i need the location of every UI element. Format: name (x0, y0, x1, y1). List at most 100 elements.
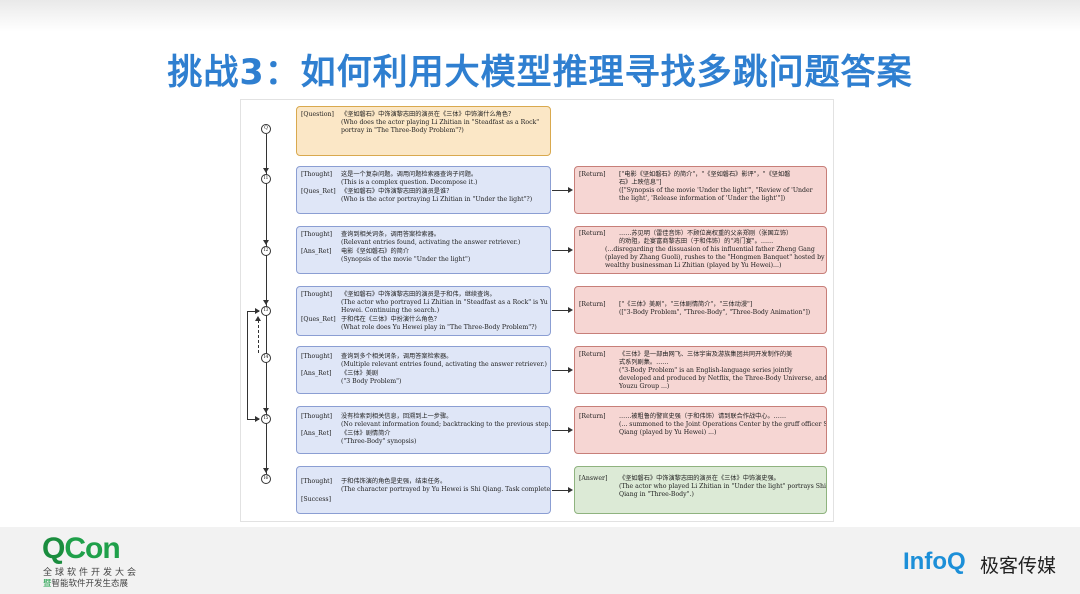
qcon-sub2-rest: 智能软件开发生态展 (51, 579, 129, 589)
arrow-up (255, 316, 261, 321)
return-box-4: [Return] 《三体》是一部由网飞、三体宇宙及游族集团共同开发制作的美 式系… (574, 346, 827, 394)
return-line: (["Synopsis of the movie 'Under the ligh… (619, 187, 813, 194)
thought-tag: [Thought] (301, 291, 333, 298)
return-tag: [Return] (579, 171, 606, 178)
step-line: 这是一个复杂问题。调用问题检索器查询子问题。 (341, 171, 478, 178)
arrow-right (255, 308, 260, 314)
return-line: (...disregarding the dissuasion of his i… (605, 246, 815, 253)
thought-box-3: [Thought] [Ques_Ret] 《坚如磐石》中饰演黎志田的演员是于和伟… (296, 286, 551, 336)
step-line: (Synopsis of the movie "Under the light"… (341, 256, 471, 263)
return-box-2: [Return] ……苏见明（雷佳音饰）不顾位高权重的父亲郑刚（张国立饰） 的劝… (574, 226, 827, 274)
thought-tag: [Thought] (301, 353, 333, 360)
return-line: ["电影《坚如磐石》的简介"，"《坚如磐石》影评"，"《坚如磐 (619, 171, 791, 178)
return-box-3: [Return] ["《三体》美剧"，"三体剧情简介"，"三体动漫"] (["3… (574, 286, 827, 334)
thought-tag: [Thought] (301, 478, 333, 485)
connector (552, 310, 569, 311)
step-line: (Who is the actor portraying Li Zhitian … (341, 196, 533, 203)
step-line: 《坚如磐石》中饰演黎志田的演员是于和伟，继续查询。 (341, 291, 496, 298)
infoq-brand-text: 极客传媒 (980, 555, 1057, 577)
question-line: portray in "The Three-Body Problem"?) (341, 127, 464, 134)
arrow-right (568, 307, 573, 313)
step-line: ("Three-Body" synopsis) (341, 438, 417, 445)
loop-line (247, 311, 259, 312)
qcon-logo: QCon (42, 532, 121, 566)
step-line: (What role does Yu Hewei play in "The Th… (341, 324, 537, 331)
connector (552, 490, 569, 491)
connector (552, 250, 569, 251)
thought-tag: [Thought] (301, 413, 333, 420)
loop-line (247, 419, 259, 420)
connector (552, 430, 569, 431)
arrow-down (263, 408, 269, 413)
return-line: developed and produced by Netflix, the T… (619, 375, 827, 382)
return-line: Qiang (played by Yu Hewei) ...) (619, 429, 717, 436)
question-box: [Question] 《坚如磐石》中饰演黎志田的演员在《三体》中饰演什么角色？ … (296, 106, 551, 156)
arrow-right (568, 247, 573, 253)
arrow-down (263, 300, 269, 305)
return-box-1: [Return] ["电影《坚如磐石》的简介"，"《坚如磐石》影评"，"《坚如磐… (574, 166, 827, 214)
return-tag: [Return] (579, 413, 606, 420)
arrow-right (568, 367, 573, 373)
arrow-down (263, 468, 269, 473)
retrieval-tag: [Ques_Ret] (301, 188, 336, 195)
thought-box-6: [Thought] [Success] 于和伟饰演的角色是史强，结束任务。 (T… (296, 466, 551, 514)
answer-line: 《坚如磐石》中饰演黎志田的演员在《三体》中饰演史强。 (619, 475, 780, 482)
return-tag: [Return] (579, 301, 606, 308)
step-line: 于和伟饰演的角色是史强，结束任务。 (341, 478, 447, 485)
node-i2: I2 (261, 246, 271, 256)
return-line: 石》上映信息"] (619, 179, 662, 186)
arrow-right (568, 187, 573, 193)
connector (552, 370, 569, 371)
qcon-subtitle: 全球软件开发大会 (43, 568, 140, 578)
thought-tag: [Thought] (301, 231, 333, 238)
answer-line: (The actor who played Li Zhitian in "Und… (619, 483, 827, 490)
return-line: ("3-Body Problem" is an English-language… (619, 367, 793, 374)
return-tag: [Return] (579, 230, 606, 237)
arrow-right (255, 416, 260, 422)
success-tag: [Success] (301, 496, 331, 503)
arrow-down (263, 168, 269, 173)
answer-line: Qiang in "Three-Body".) (619, 491, 694, 498)
return-line: Youzu Group ...) (619, 383, 670, 390)
thought-box-5: [Thought] [Ans_Ret] 没有检索到相关信息，回溯到上一步骤。 (… (296, 406, 551, 454)
thought-tag: [Thought] (301, 171, 333, 178)
step-line: 于和伟在《三体》中扮演什么角色？ (341, 316, 440, 323)
return-line: 式系列剧集。…… (619, 359, 669, 366)
question-tag: [Question] (301, 111, 334, 118)
connector (552, 190, 569, 191)
step-line: 《三体》美剧 (341, 370, 379, 377)
arrow-right (568, 427, 573, 433)
top-band (0, 0, 1080, 32)
slide-title: 挑战3：如何利用大模型推理寻找多跳问题答案 (167, 53, 913, 93)
retrieval-tag: [Ans_Ret] (301, 430, 332, 437)
step-line: (The character portrayed by Yu Hewei is … (341, 486, 551, 493)
qcon-logo-rest: Con (64, 532, 120, 565)
loop-line (247, 311, 248, 419)
thought-box-1: [Thought] [Ques_Ret] 这是一个复杂问题。调用问题检索器查询子… (296, 166, 551, 214)
step-line: ("3 Body Problem") (341, 378, 402, 385)
retrieval-tag: [Ans_Ret] (301, 370, 332, 377)
step-line: 《三体》剧情简介 (341, 430, 391, 437)
qcon-subtitle-2: 暨智能软件开发生态展 (43, 577, 128, 589)
answer-box: [Answer] 《坚如磐石》中饰演黎志田的演员在《三体》中饰演史强。 (The… (574, 466, 827, 514)
step-line: (The actor who portrayed Li Zhitian in "… (341, 299, 548, 306)
node-i5: I5 (261, 414, 271, 424)
node-i1: I1 (261, 174, 271, 184)
step-line: (This is a complex question. Decompose i… (341, 179, 478, 186)
retrieval-tag: [Ans_Ret] (301, 248, 332, 255)
return-line: (played by Zhang Guoli), rushes to the "… (605, 254, 825, 261)
node-i6: I6 (261, 474, 271, 484)
infoq-logo: InfoQ (903, 548, 966, 575)
step-line: 电影《坚如磐石》的简介 (341, 248, 410, 255)
return-tag: [Return] (579, 351, 606, 358)
return-box-5: [Return] ……被粗鲁的警官史强（于和伟饰）请到联合作战中心。…… (..… (574, 406, 827, 454)
backtrack-dotted-line (258, 320, 259, 353)
step-line: 《坚如磐石》中饰演黎志田的演员是谁？ (341, 188, 453, 195)
thought-box-4: [Thought] [Ans_Ret] 查询到多个相关词条，调用答案检索器。 (… (296, 346, 551, 394)
step-line: (Multiple relevant entries found, activa… (341, 361, 547, 368)
qcon-logo-q: Q (42, 532, 65, 565)
thought-box-2: [Thought] [Ans_Ret] 查询到相关词条，调用答案检索器。 (Re… (296, 226, 551, 274)
question-line: (Who does the actor playing Li Zhitian i… (341, 119, 540, 126)
reasoning-diagram: Q I1 I2 I3 I4 I5 I6 [Question] 《坚如磐石》中饰演… (240, 99, 834, 522)
step-line: 查询到多个相关词条，调用答案检索器。 (341, 353, 453, 360)
